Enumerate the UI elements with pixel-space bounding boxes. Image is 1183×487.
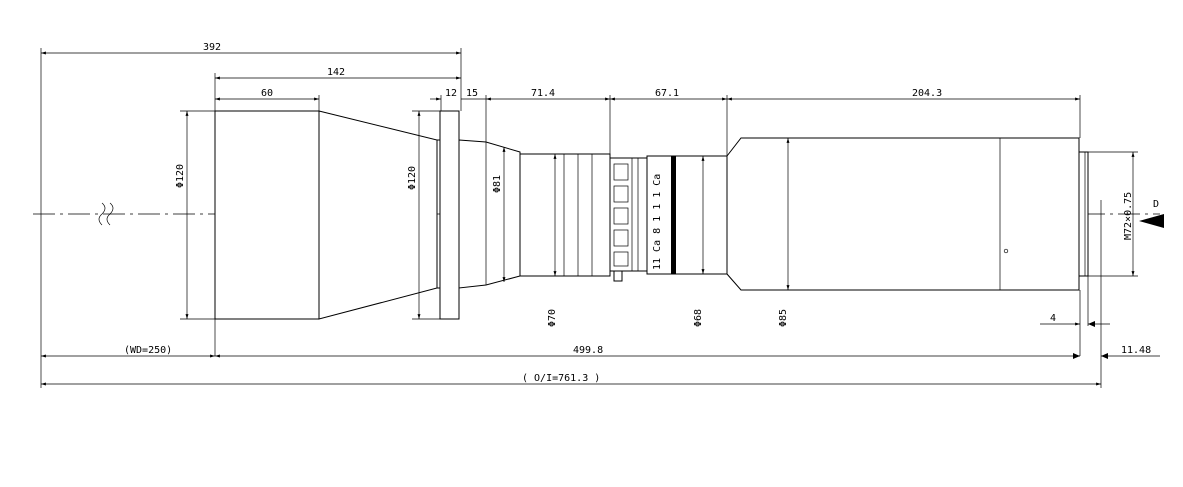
dim-object-to-image: ( O/I=761.3 ) xyxy=(522,373,600,384)
view-marker: D xyxy=(1139,199,1164,228)
dim-rear-barrel-diameter: Φ85 xyxy=(778,309,789,327)
scale-marks: 11 Ca 8 1 1 1 Ca xyxy=(652,174,663,270)
dim-499-8: 499.8 xyxy=(573,345,603,356)
rear-mount xyxy=(1078,151,1089,277)
mid-barrel xyxy=(646,155,728,275)
diameter-dimensions: Φ120 Φ120 Φ81 Φ70 Φ68 Φ85 M72×0.75 xyxy=(175,110,1138,327)
dim-142: 142 xyxy=(327,67,345,78)
front-barrel xyxy=(458,139,521,289)
dim-204-3: 204.3 xyxy=(912,88,942,99)
lens-body: 11 Ca 8 1 1 1 Ca xyxy=(214,110,1089,320)
view-marker-label: D xyxy=(1153,199,1159,210)
dim-front-barrel-diameter: Φ81 xyxy=(492,175,503,193)
dim-hood-diameter: Φ120 xyxy=(175,164,186,188)
knurl-pattern xyxy=(613,158,639,271)
focus-ring xyxy=(519,153,611,277)
axis-break-symbol xyxy=(98,202,114,226)
dim-flange-diameter: Φ120 xyxy=(407,166,418,190)
dim-392: 392 xyxy=(203,42,221,53)
dim-15: 15 xyxy=(466,88,478,99)
knurled-coupler xyxy=(609,157,648,272)
lock-screw xyxy=(613,270,623,282)
dim-12: 12 xyxy=(445,88,457,99)
dim-67-1: 67.1 xyxy=(655,88,679,99)
dim-mount-thread: M72×0.75 xyxy=(1123,192,1134,240)
scale-black-band xyxy=(671,156,676,274)
dim-60: 60 xyxy=(261,88,273,99)
mount-flange xyxy=(439,110,460,320)
dim-71-4: 71.4 xyxy=(531,88,555,99)
view-arrow xyxy=(1139,214,1164,228)
dim-4: 4 xyxy=(1050,313,1056,324)
dim-11-48: 11.48 xyxy=(1121,345,1151,356)
front-hood xyxy=(214,110,320,320)
dim-working-distance: (WD=250) xyxy=(124,345,172,356)
horizontal-dimensions: 392 142 60 12 15 71.4 67.1 204.3 (WD=250… xyxy=(40,42,1160,388)
dim-mid-barrel-diameter: Φ68 xyxy=(693,309,704,327)
rear-barrel xyxy=(726,137,1080,291)
dim-focus-ring-diameter: Φ70 xyxy=(547,309,558,327)
